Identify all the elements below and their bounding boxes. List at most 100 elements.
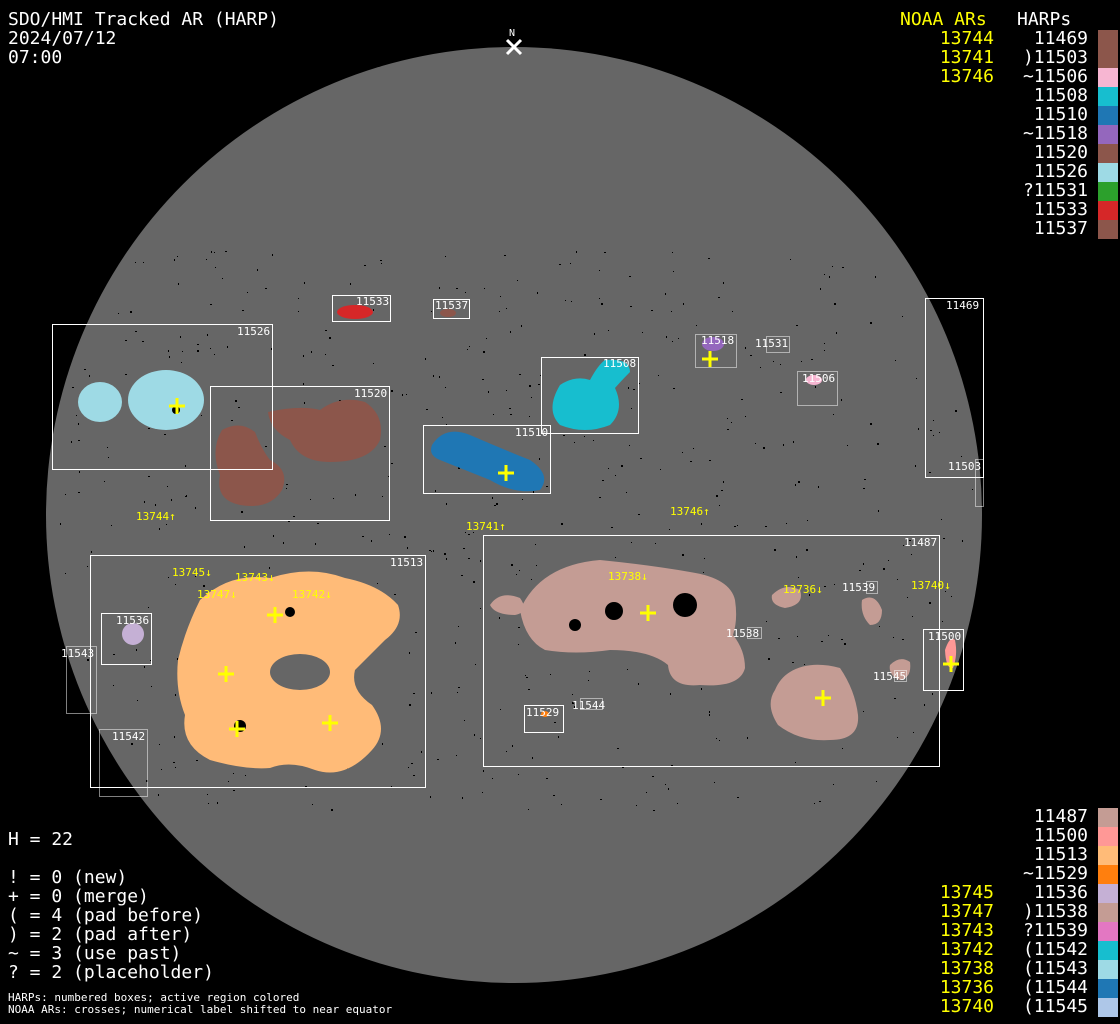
speck [137, 700, 138, 701]
harp-box-11503[interactable] [975, 459, 984, 507]
speck [463, 548, 465, 549]
speck [824, 350, 825, 351]
harp-legend-item: (11545 [1022, 996, 1088, 1017]
speck [148, 607, 149, 608]
speck [111, 525, 112, 526]
harp-box-11544[interactable] [580, 698, 603, 710]
footnote: NOAA ARs: crosses; numerical label shift… [8, 1003, 393, 1016]
speck [113, 654, 115, 655]
speck [797, 636, 798, 637]
noaa-cross-icon [322, 715, 338, 731]
harp-box-11536[interactable] [101, 613, 152, 665]
speck [792, 662, 794, 663]
speck [175, 694, 176, 696]
harp-label: 11544 [572, 699, 605, 712]
harp-color-swatch [1098, 960, 1118, 979]
harp-legend-item: 11520 [1033, 142, 1088, 163]
speck [796, 556, 797, 558]
status-key-line: ( = 4 (pad before) [8, 905, 204, 926]
harp-box-11545[interactable] [894, 670, 907, 682]
speck [325, 354, 326, 355]
speck [171, 499, 172, 501]
harp-box-11518[interactable] [695, 334, 737, 368]
harp-box-11526[interactable] [52, 324, 273, 470]
harp-box-11508[interactable] [541, 357, 639, 434]
harp-box-11487[interactable] [483, 535, 940, 767]
speck [673, 388, 675, 389]
speck [185, 465, 186, 467]
speck [563, 435, 565, 436]
noaa-cross-icon [229, 721, 245, 737]
speck [877, 443, 879, 445]
speck [303, 383, 304, 385]
speck [600, 799, 602, 800]
speck [574, 442, 575, 443]
speck [570, 263, 571, 264]
speck [631, 542, 632, 543]
speck [113, 685, 114, 686]
region-11520 [215, 399, 381, 506]
harp-box-11513[interactable] [90, 555, 426, 788]
speck [932, 693, 933, 695]
speck [594, 333, 595, 335]
region-11533 [337, 305, 373, 319]
speck [402, 394, 403, 396]
harp-box-11469[interactable] [925, 298, 984, 478]
speck [553, 795, 555, 796]
harp-box-11520[interactable] [210, 386, 390, 521]
speck [259, 332, 260, 334]
speck [554, 722, 556, 723]
speck [446, 424, 447, 425]
speck [796, 325, 798, 326]
harp-label: 11518 [701, 334, 734, 347]
speck [178, 283, 179, 285]
speck [499, 617, 500, 619]
speck [574, 706, 575, 708]
speck [446, 503, 447, 505]
harp-box-11537[interactable] [433, 299, 470, 319]
harp-box-11510[interactable] [423, 425, 551, 494]
speck [391, 463, 393, 464]
harp-color-swatch [1098, 941, 1118, 960]
harp-legend-item: (11542 [1022, 939, 1088, 960]
harp-box-11506[interactable] [797, 371, 838, 406]
harp-legend-item: 11510 [1033, 104, 1088, 125]
speck [795, 484, 796, 486]
speck [576, 251, 577, 253]
speck [660, 469, 661, 470]
speck [841, 399, 842, 401]
speck [631, 408, 632, 409]
harp-label: 11531 [755, 337, 788, 350]
speck [672, 341, 673, 342]
speck [584, 436, 585, 437]
harp-box-11533[interactable] [332, 295, 391, 322]
speck [164, 434, 166, 435]
harp-color-swatch [1098, 979, 1118, 998]
speck [945, 591, 946, 592]
speck [461, 575, 463, 576]
speck [864, 479, 866, 480]
speck [104, 481, 105, 482]
speck [238, 407, 240, 408]
harp-box-11500[interactable] [923, 629, 964, 691]
harp-box-11538[interactable] [747, 627, 762, 639]
speck [143, 262, 144, 263]
harp-box-11543[interactable] [66, 646, 97, 714]
speck [929, 602, 931, 604]
harp-box-11529[interactable] [524, 705, 564, 733]
region-11526-b [128, 370, 204, 430]
harp-box-11539[interactable] [866, 581, 878, 594]
noaa-cross-icon [218, 666, 234, 682]
harp-legend-item: 11487 [1033, 806, 1088, 827]
harp-legend-item: 11508 [1033, 85, 1088, 106]
noaa-legend-item: 13740 [939, 996, 994, 1017]
speck [233, 773, 234, 774]
speck [510, 331, 511, 333]
harp-box-11531[interactable] [766, 336, 790, 353]
noaa-crosses [169, 351, 959, 737]
speck [755, 443, 756, 444]
harp-box-11542[interactable] [99, 729, 148, 797]
speck [807, 520, 808, 521]
harp-boxes [52, 295, 984, 797]
speck [665, 293, 666, 295]
